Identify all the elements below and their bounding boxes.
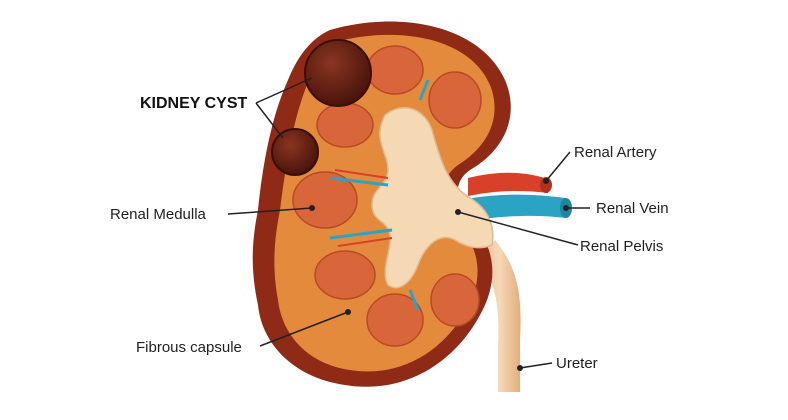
pyramid-6 (366, 293, 424, 347)
renal-vein (472, 194, 566, 220)
internal-vessels (329, 79, 430, 311)
leader-ureter (519, 362, 553, 369)
pyramid-5 (314, 250, 376, 300)
leader-dots (309, 178, 569, 371)
kidney-cyst-large (304, 39, 372, 107)
leader-artery (545, 151, 571, 182)
leader-pelvis (457, 211, 579, 246)
renal-pyramids (292, 45, 482, 347)
pyramid-3 (316, 102, 374, 148)
pyramid-4 (292, 171, 358, 229)
label-renal-pelvis: Renal Pelvis (580, 238, 663, 255)
leader-lines (227, 77, 590, 369)
leader-medulla (227, 207, 313, 215)
label-renal-medulla: Renal Medulla (110, 206, 207, 223)
renal-pelvis (371, 107, 494, 289)
leader-cyst-large (255, 77, 313, 104)
leader-cyst-small (255, 102, 284, 139)
label-ureter: Ureter (556, 355, 598, 372)
pyramid-2 (428, 71, 482, 129)
pyramid-1 (366, 45, 424, 95)
renal-artery (468, 172, 548, 196)
label-fibrous-capsule: Fibrous capsule (136, 339, 242, 356)
label-renal-artery: Renal Artery (574, 144, 657, 161)
leader-capsule (259, 311, 349, 347)
pyramid-7 (430, 273, 480, 327)
kidney-cyst-small (271, 128, 319, 176)
ureter-tube (478, 240, 521, 392)
label-renal-vein: Renal Vein (596, 200, 669, 217)
label-kidney-cyst: KIDNEY CYST (140, 95, 248, 112)
internal-arteries (334, 169, 393, 247)
